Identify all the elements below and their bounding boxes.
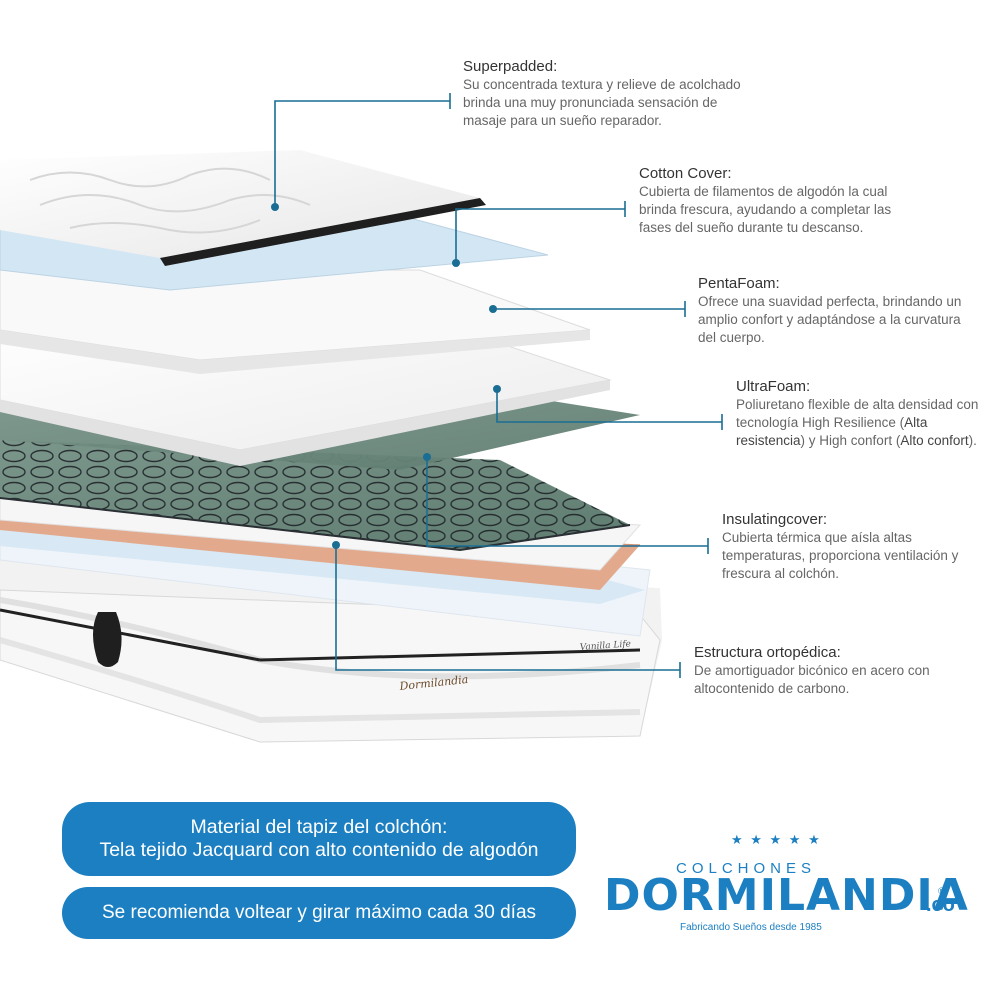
model-side-label: Vanilla Life (580, 639, 632, 653)
material-banner: Material del tapiz del colchón: Tela tej… (62, 802, 576, 876)
callout-emphasis: Alto confort (900, 433, 969, 448)
callout-text: De amortiguador bicónico en acero con al… (694, 663, 930, 696)
stars-icon: ★ ★ ★ ★ ★ (731, 832, 822, 847)
logo-tagline: Fabricando Sueños desde 1985 (680, 922, 822, 933)
callout-title: Estructura ortopédica: (694, 644, 841, 661)
leader-superpadded (274, 100, 450, 207)
material-banner-line1: Material del tapiz del colchón: (190, 816, 448, 838)
callout-estructura-ortopedica: Estructura ortopédica: De amortiguador b… (694, 643, 969, 698)
leader-cotton (455, 208, 625, 263)
callout-text: Ofrece una suavidad perfecta, brindando … (698, 294, 962, 345)
callout-title: PentaFoam: (698, 275, 780, 292)
dormilandia-logo: ★ ★ ★ ★ ★ COLCHONES DORMILANDIA .co ® Fa… (596, 830, 969, 940)
callout-emphasis: Alta resistencia (736, 415, 928, 448)
material-banner-line2: Tela tejido Jacquard con alto contenido … (99, 839, 539, 861)
callout-text: Su concentrada textura y relieve de acol… (463, 77, 741, 128)
callout-title: Insulatingcover: (722, 511, 828, 528)
callout-text: Cubierta térmica que aísla altas tempera… (722, 530, 959, 581)
logo-tld: .co (926, 894, 955, 916)
callout-ultrafoam: UltraFoam: Poliuretano flexible de alta … (736, 377, 986, 450)
logo-colchones-text: COLCHONES (676, 860, 817, 877)
callout-superpadded: Superpadded: Su concentrada textura y re… (463, 57, 763, 130)
spring-unit (0, 440, 631, 552)
leader-estructura (335, 545, 680, 671)
registered-icon: ® (938, 886, 945, 896)
callout-text: Cubierta de filamentos de algodón la cua… (639, 184, 892, 235)
callout-title: Cotton Cover: (639, 165, 732, 182)
superpadded-top-layer (0, 150, 486, 266)
leader-insulating (426, 457, 708, 547)
callout-insulatingcover: Insulatingcover: Cubierta térmica que aí… (722, 510, 982, 583)
callout-title: UltraFoam: (736, 378, 811, 395)
callout-pentafoam: PentaFoam: Ofrece una suavidad perfecta,… (698, 274, 968, 347)
callout-cotton-cover: Cotton Cover: Cubierta de filamentos de … (639, 164, 894, 237)
callout-text: Poliuretano flexible de alta densidad co… (736, 397, 979, 448)
callout-title: Superpadded: (463, 58, 558, 75)
leader-ultrafoam (496, 389, 722, 423)
logo-wordmark: DORMILANDIA (604, 870, 969, 921)
handle-icon (93, 612, 122, 667)
flip-recommendation-banner: Se recomienda voltear y girar máximo cad… (62, 887, 576, 939)
